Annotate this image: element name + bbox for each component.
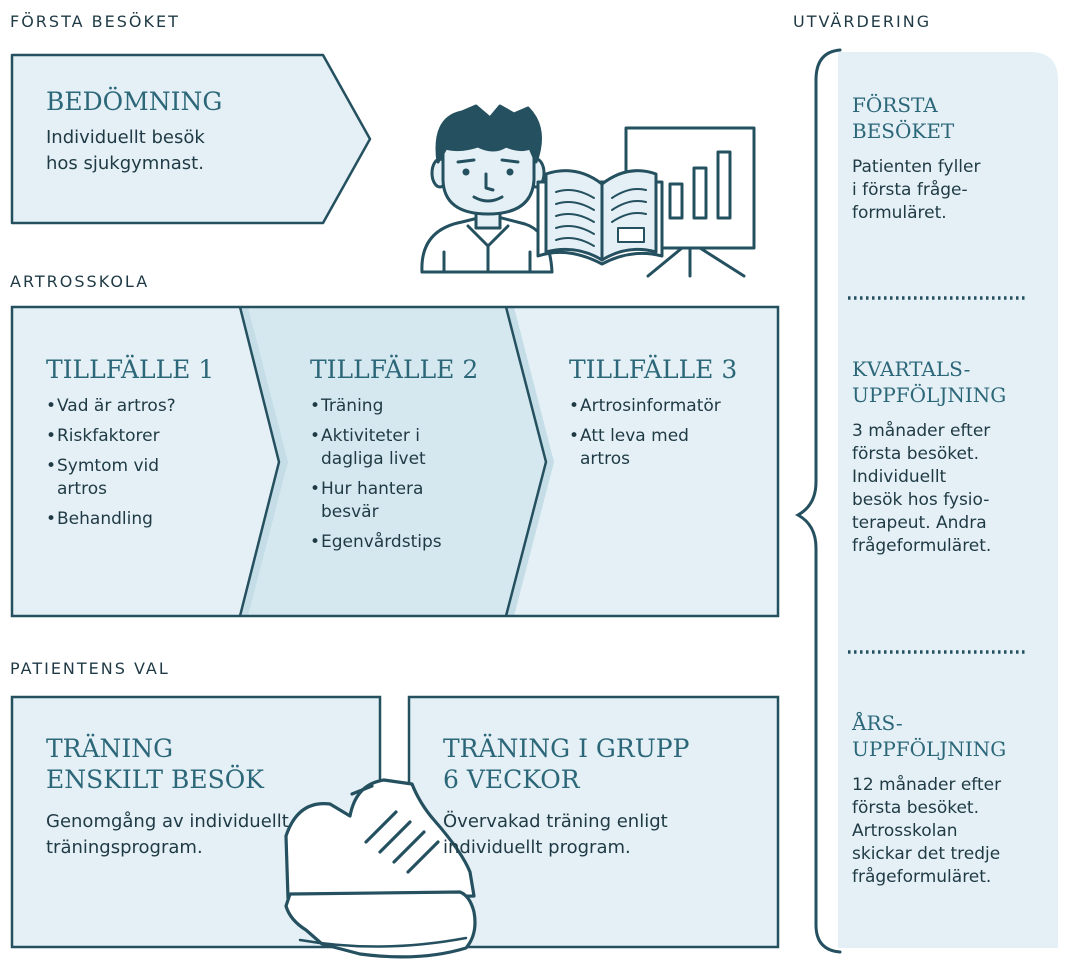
evaluation-text: 12 månader efter första besöket. Artross… xyxy=(852,775,1002,887)
session-item: Hur hantera besvär xyxy=(310,478,451,524)
session-item-list: Vad är artros? Riskfaktorer Symtom vid a… xyxy=(46,395,236,531)
evaluation-first-visit: FÖRSTA BESÖKET Patienten fyller i första… xyxy=(852,92,1052,225)
session-2: TILLFÄLLE 2 Träning Aktiviteter i daglig… xyxy=(310,354,490,561)
session-title: TILLFÄLLE 1 xyxy=(46,355,215,384)
session-title: TILLFÄLLE 2 xyxy=(310,355,479,384)
session-title: TILLFÄLLE 3 xyxy=(569,355,738,384)
person-icon xyxy=(420,104,554,274)
evaluation-title: ÅRS- UPPFÖLJNING xyxy=(852,711,1007,761)
session-3: TILLFÄLLE 3 Artrosinformatör Att leva me… xyxy=(569,354,769,478)
choice-title: TRÄNING I GRUPP 6 VECKOR xyxy=(443,734,690,794)
choice-group: TRÄNING I GRUPP 6 VECKOR Övervakad träni… xyxy=(443,733,763,861)
session-item: Aktiviteter i dagliga livet xyxy=(310,425,451,471)
section-label-evaluation: UTVÄRDERING xyxy=(793,12,932,31)
book-icon xyxy=(536,169,664,266)
evaluation-panel xyxy=(838,52,1058,948)
evaluation-text: 3 månader efter första besöket. Individu… xyxy=(852,421,992,556)
evaluation-quarterly: KVARTALS- UPPFÖLJNING 3 månader efter fö… xyxy=(852,356,1052,558)
evaluation-title: FÖRSTA BESÖKET xyxy=(852,93,955,143)
session-item: Behandling xyxy=(46,508,236,531)
choice-single: TRÄNING ENSKILT BESÖK Genomgång av indiv… xyxy=(46,733,366,861)
choice-text: Övervakad träning enligt individuellt pr… xyxy=(443,811,668,858)
session-item: Riskfaktorer xyxy=(46,425,236,448)
session-1: TILLFÄLLE 1 Vad är artros? Riskfaktorer … xyxy=(46,354,236,538)
section-label-choice: PATIENTENS VAL xyxy=(10,659,170,678)
session-item: Att leva med artros xyxy=(569,425,730,471)
session-item: Artrosinformatör xyxy=(569,395,769,418)
evaluation-yearly: ÅRS- UPPFÖLJNING 12 månader efter första… xyxy=(852,710,1052,889)
session-item: Träning xyxy=(310,395,490,418)
section-label-first-visit: FÖRSTA BESÖKET xyxy=(10,12,180,31)
evaluation-brace xyxy=(794,48,842,954)
assessment-text: Individuellt besök hos sjukgymnast. xyxy=(46,127,205,174)
evaluation-title: KVARTALS- UPPFÖLJNING xyxy=(852,357,1007,407)
shoe-icon xyxy=(284,778,477,959)
session-item: Vad är artros? xyxy=(46,395,236,418)
section-label-school: ARTROSSKOLA xyxy=(10,272,150,291)
assessment-box xyxy=(10,53,372,225)
session-item: Symtom vid artros xyxy=(46,455,197,501)
assessment-content: BEDÖMNING Individuellt besök hos sjukgym… xyxy=(46,86,326,177)
session-item-list: Träning Aktiviteter i dagliga livet Hur … xyxy=(310,395,490,554)
evaluation-dividers xyxy=(848,296,1028,654)
assessment-title: BEDÖMNING xyxy=(46,87,223,116)
session-item: Egenvårdstips xyxy=(310,531,490,554)
session-item-list: Artrosinformatör Att leva med artros xyxy=(569,395,769,471)
choice-text: Genomgång av individuellt träningsprogra… xyxy=(46,811,289,858)
choice-title: TRÄNING ENSKILT BESÖK xyxy=(46,734,264,794)
evaluation-text: Patienten fyller i första fråge- formulä… xyxy=(852,157,981,223)
